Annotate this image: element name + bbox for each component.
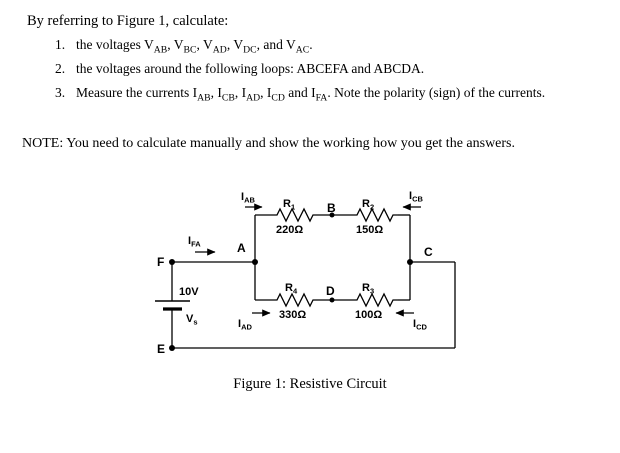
task-text: Measure the currents IAB, ICB, IAD, ICD … (76, 85, 546, 104)
resistor-r2-symbol (352, 207, 398, 223)
task-item-2: 2. the voltages around the following loo… (55, 61, 545, 77)
node-dot-c (407, 259, 413, 265)
source-voltage-label: 10V (179, 286, 199, 298)
node-dot-f (169, 259, 175, 265)
task-item-1: 1. the voltages VAB, VBC, VAD, VDC, and … (55, 37, 545, 56)
resistor-label-r4: R4 (285, 282, 298, 296)
task-number: 1. (55, 37, 66, 52)
current-arrows (195, 203, 421, 317)
task-text: the voltages around the following loops:… (76, 61, 425, 76)
node-dot-a (252, 259, 258, 265)
node-dots (169, 212, 413, 351)
current-label-icb: ICB (409, 190, 423, 204)
task-number: 3. (55, 85, 66, 100)
resistor-label-r3: R3 (362, 282, 374, 296)
resistor-value-r3: 100Ω (355, 309, 382, 321)
note-text: NOTE: You need to calculate manually and… (22, 136, 516, 151)
node-label-d: D (326, 284, 335, 298)
node-label-a: A (237, 241, 246, 255)
node-label-c: C (424, 245, 433, 259)
task-list: 1. the voltages VAB, VBC, VAD, VDC, and … (55, 37, 545, 109)
node-dot-e (169, 345, 175, 351)
resistor-value-r4: 330Ω (279, 309, 306, 321)
node-label-e: E (157, 342, 165, 356)
resistor-r4-symbol (272, 292, 318, 308)
resistor-value-r2: 150Ω (356, 224, 383, 236)
circuit-wires (171, 214, 456, 349)
resistor-r1-symbol (272, 207, 318, 223)
resistor-value-r1: 220Ω (276, 224, 303, 236)
node-dot-d (329, 297, 335, 303)
node-dot-b (329, 212, 335, 218)
current-label-icd: ICD (413, 318, 427, 332)
intro-text: By referring to Figure 1, calculate: (27, 13, 229, 29)
resistor-symbols (272, 207, 398, 308)
node-label-f: F (157, 255, 164, 269)
node-label-b: B (327, 201, 336, 215)
battery-symbol (155, 300, 190, 311)
task-number: 2. (55, 61, 66, 76)
resistor-r3-symbol (352, 292, 398, 308)
source-name-label: Vs (186, 313, 198, 327)
figure-caption: Figure 1: Resistive Circuit (233, 376, 387, 392)
task-text: the voltages VAB, VBC, VAD, VDC, and VAC… (76, 37, 313, 56)
task-item-3: 3. Measure the currents IAB, ICB, IAD, I… (55, 85, 546, 104)
current-label-ifa: IFA (188, 235, 201, 249)
current-label-iab: IAB (241, 191, 255, 205)
resistor-label-r1: R1 (283, 198, 295, 212)
current-label-iad: IAD (238, 318, 252, 332)
resistor-label-r2: R2 (362, 198, 374, 212)
